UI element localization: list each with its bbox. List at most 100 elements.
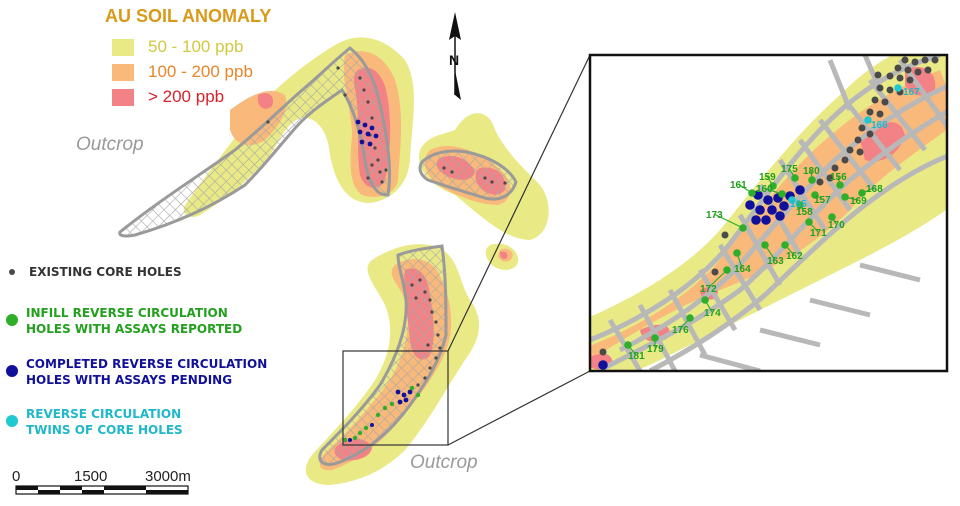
- twin-hole-marker: [894, 84, 902, 92]
- north-label: N: [449, 52, 459, 68]
- hole-id-label: 163: [767, 256, 784, 267]
- legend-swatch: [112, 88, 134, 106]
- hole-id-label: 160: [756, 184, 773, 195]
- hole-legend-item: REVERSE CIRCULATION TWINS OF CORE HOLES: [6, 406, 183, 438]
- rc-hole-marker: [769, 182, 777, 190]
- rc-hole-marker: [781, 241, 789, 249]
- rc-hole-marker: [836, 181, 844, 189]
- main-core-holes: [266, 66, 507, 387]
- legend-label: > 200 ppb: [148, 87, 225, 106]
- rc-hole-marker: [748, 189, 756, 197]
- hole-symbol-icon: [6, 415, 18, 427]
- scale-label-3000: 3000m: [145, 468, 191, 485]
- hole-id-label: 175: [781, 164, 798, 175]
- outcrop-label-north: Outcrop: [76, 134, 144, 155]
- twin-hole-id-label: 165: [790, 199, 807, 210]
- rc-hole-marker: [761, 241, 769, 249]
- hole-id-label: 164: [734, 264, 751, 275]
- hole-id-label: 157: [814, 195, 831, 206]
- hole-leader-line: [707, 269, 728, 289]
- scale-label-0: 0: [12, 468, 21, 485]
- hole-id-label: 169: [850, 196, 867, 207]
- twin-hole-id-label: 166: [871, 120, 888, 131]
- hole-id-label: 170: [828, 220, 845, 231]
- inset-frame: [588, 53, 949, 373]
- hole-id-label: 161: [730, 180, 747, 191]
- legend-label: 50 - 100 ppb: [148, 37, 244, 56]
- inset-connector-top: [447, 54, 591, 352]
- main-rc-reported: [342, 385, 421, 443]
- hole-symbol-icon: [6, 365, 18, 377]
- rc-hole-marker: [723, 266, 731, 274]
- hole-id-label: 174: [704, 308, 721, 319]
- legend-row-2: > 200 ppb: [112, 86, 224, 108]
- hole-legend-line: COMPLETED REVERSE CIRCULATION: [26, 357, 268, 371]
- twin-hole-marker: [788, 196, 796, 204]
- north-arrow-icon: [449, 12, 461, 40]
- legend-row-1: 100 - 200 ppb: [112, 61, 253, 83]
- hole-id-label: 168: [866, 184, 883, 195]
- hole-legend-line: REVERSE CIRCULATION: [26, 407, 182, 421]
- hole-id-label: 158: [796, 207, 813, 218]
- inset-rc-twins: 167 166 165: [788, 84, 920, 210]
- rc-hole-marker: [624, 341, 632, 349]
- hole-legend-line: INFILL REVERSE CIRCULATION: [26, 306, 228, 320]
- rc-hole-marker: [739, 224, 747, 232]
- hole-id-label: 171: [810, 228, 827, 239]
- hole-id-label: 172: [700, 284, 717, 295]
- rc-hole-marker: [858, 189, 866, 197]
- rc-hole-marker: [841, 193, 849, 201]
- hole-legend-item: EXISTING CORE HOLES: [6, 264, 182, 280]
- hole-legend-label: COMPLETED REVERSE CIRCULATION HOLES WITH …: [26, 356, 267, 388]
- outcrop-polygons: [118, 46, 518, 466]
- rc-hole-marker: [828, 213, 836, 221]
- rc-hole-marker: [686, 314, 694, 322]
- hole-id-label: 176: [672, 325, 689, 336]
- hole-legend-label: REVERSE CIRCULATION TWINS OF CORE HOLES: [26, 406, 183, 438]
- hole-id-label: 156: [830, 172, 847, 183]
- rc-hole-marker: [778, 190, 786, 198]
- hole-id-label: 181: [628, 351, 645, 362]
- legend-row-0: 50 - 100 ppb: [112, 36, 243, 58]
- hole-leader-line: [713, 213, 744, 229]
- twin-hole-marker: [864, 116, 872, 124]
- hole-id-label: 180: [803, 166, 820, 177]
- hole-legend-line: TWINS OF CORE HOLES: [26, 423, 183, 437]
- north-arrow: N: [449, 12, 461, 100]
- scale-label-1500: 1500: [74, 468, 108, 485]
- hole-legend-line: EXISTING CORE HOLES: [29, 265, 182, 279]
- hole-symbol-icon: [9, 269, 15, 275]
- legend-swatch: [112, 63, 134, 81]
- hole-symbol-icon: [6, 314, 18, 326]
- legend-swatch: [112, 38, 134, 56]
- rc-hole-marker: [796, 201, 804, 209]
- scale-bar: [15, 485, 189, 495]
- hole-legend-label: INFILL REVERSE CIRCULATION HOLES WITH ASS…: [26, 305, 242, 337]
- hole-legend-line: HOLES WITH ASSAYS PENDING: [26, 373, 233, 387]
- hole-legend-line: HOLES WITH ASSAYS REPORTED: [26, 322, 243, 336]
- hole-legend-item: INFILL REVERSE CIRCULATION HOLES WITH ASS…: [6, 305, 242, 337]
- rc-hole-marker: [651, 334, 659, 342]
- hole-legend-item: COMPLETED REVERSE CIRCULATION HOLES WITH …: [6, 356, 267, 388]
- main-rc-pending: [348, 119, 413, 442]
- rc-hole-marker: [791, 174, 799, 182]
- outcrop-label-south: Outcrop: [410, 452, 478, 473]
- inset-connector-bottom: [447, 370, 591, 446]
- twin-hole-id-label: 167: [903, 87, 920, 98]
- rc-hole-marker: [701, 296, 709, 304]
- inset-map: [590, 55, 947, 371]
- hole-id-label: 162: [786, 251, 803, 262]
- hole-id-label: 173: [706, 210, 723, 221]
- legend-label: 100 - 200 ppb: [148, 62, 253, 81]
- rc-hole-marker: [805, 218, 813, 226]
- hole-legend-label: EXISTING CORE HOLES: [29, 264, 182, 280]
- rc-hole-marker: [811, 191, 819, 199]
- rc-hole-marker: [808, 176, 816, 184]
- legend-title: AU SOIL ANOMALY: [105, 6, 272, 26]
- hole-id-label: 159: [759, 172, 776, 183]
- inset-extent-box: [342, 350, 449, 446]
- hole-id-label: 179: [647, 344, 664, 355]
- rc-hole-marker: [733, 249, 741, 257]
